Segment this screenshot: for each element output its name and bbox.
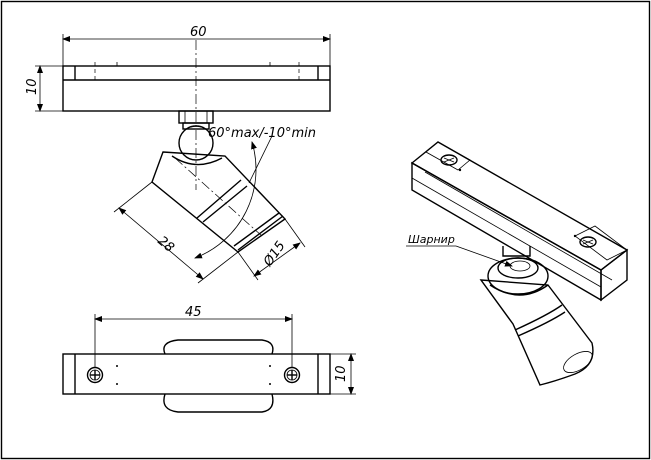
dim-label-10-front: 10 xyxy=(25,78,40,95)
hinge-leader xyxy=(455,245,513,267)
top-view: 45 10 xyxy=(62,305,356,413)
top-screw-right xyxy=(283,366,301,384)
iso-bar-front xyxy=(411,161,602,302)
angle-label: 60°max/-10°min xyxy=(208,126,316,141)
dim-line-d15 xyxy=(253,242,301,277)
dim-label-60: 60 xyxy=(190,25,207,40)
top-base-plate xyxy=(62,353,331,395)
iso-lamp-body xyxy=(479,279,594,386)
dim-label-28: 28 xyxy=(154,234,176,256)
iso-screw-right xyxy=(579,236,597,248)
dim-line-28 xyxy=(118,207,204,280)
isometric-view: Шарнир xyxy=(406,141,629,386)
front-lamp-body xyxy=(151,151,287,253)
dim-label-10-top: 10 xyxy=(334,365,349,382)
front-base-plate xyxy=(62,65,331,112)
front-view: 60 10 60°max/-10°min 28 Ø15 xyxy=(25,25,331,284)
top-lamp-outline xyxy=(163,339,274,355)
dim-label-45: 45 xyxy=(185,305,202,320)
iso-hinge-neck xyxy=(502,246,531,257)
hinge-label: Шарнир xyxy=(408,233,455,246)
angle-arc xyxy=(194,141,257,259)
top-screw-left xyxy=(86,366,104,384)
iso-screw-left xyxy=(440,154,458,166)
